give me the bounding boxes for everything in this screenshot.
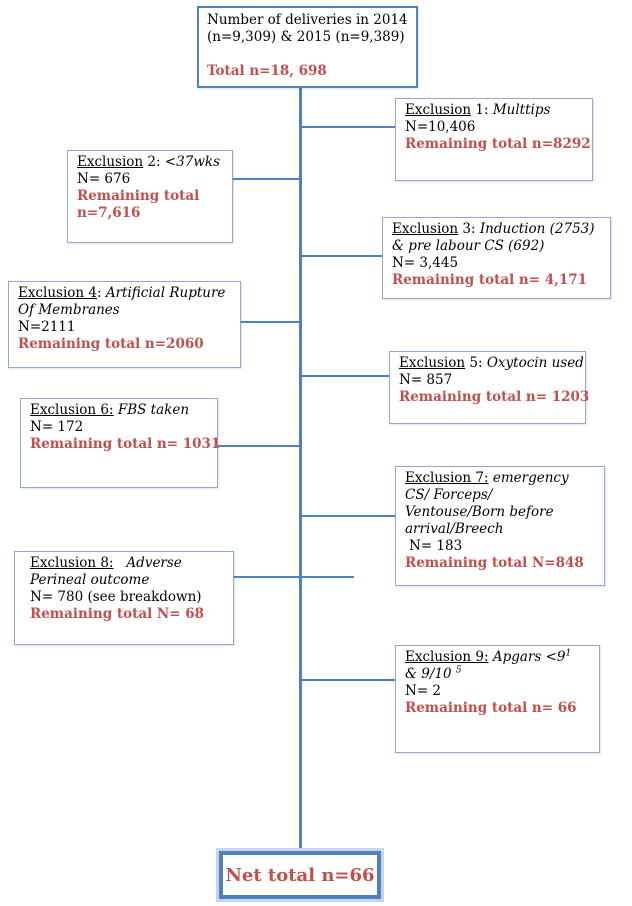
exclusion-7-title: Exclusion 7: emergency CS/ Forceps/ Vent… [405,470,569,537]
exclusion-5-box: Exclusion 5: Oxytocin used N= 857 Remain… [389,351,590,424]
exclusion-8-count: N= 780 (see breakdown) [30,589,202,605]
exclusion-9-count: N= 2 [405,683,442,699]
exclusion-5-remaining: Remaining total n= 1203 [399,389,590,405]
branch-exclusion-8 [234,576,354,578]
exclusion-4-box: Exclusion 4: Artificial Rupture Of Membr… [8,281,241,368]
exclusion-2-title: Exclusion 2: <37wks [77,154,220,170]
exclusion-6-title: Exclusion 6: FBS taken [30,402,190,418]
branch-exclusion-1 [301,126,395,128]
exclusion-4-remaining: Remaining total n=2060 [18,336,204,352]
deliveries-heading: Number of deliveries in 2014 [207,12,408,28]
exclusion-1-box: Exclusion 1: Multtips N=10,406 Remaining… [395,98,593,181]
net-total-box: Net total n=66 [219,851,381,899]
exclusion-7-box: Exclusion 7: emergency CS/ Forceps/ Vent… [395,466,605,586]
exclusion-7-count: N= 183 [409,538,463,554]
exclusion-3-title: Exclusion 3: Induction (2753) & pre labo… [392,221,595,254]
branch-exclusion-3 [301,255,382,257]
exclusion-8-title: Exclusion 8: Adverse Perineal outcome [30,555,187,588]
exclusion-1-remaining: Remaining total n=8292 [405,136,591,152]
total-count: Total n=18, 698 [207,63,327,79]
exclusion-1-count: N=10,406 [405,119,476,135]
flow-spine [299,88,302,858]
exclusion-4-count: N=2111 [18,319,76,335]
deliveries-years: (n=9,309) & 2015 (n=9,389) [207,29,405,45]
exclusion-3-remaining: Remaining total n= 4,171 [392,272,588,288]
exclusion-9-box: Exclusion 9: Apgars <91 & 9/10 5 N= 2 Re… [395,645,600,753]
exclusion-5-count: N= 857 [399,372,453,388]
branch-exclusion-5 [301,375,389,377]
branch-exclusion-7 [301,515,395,517]
total-deliveries-box: Number of deliveries in 2014 (n=9,309) &… [197,6,418,88]
branch-exclusion-2 [233,178,300,180]
branch-exclusion-9 [301,679,395,681]
exclusion-6-count: N= 172 [30,419,84,435]
exclusion-3-box: Exclusion 3: Induction (2753) & pre labo… [382,217,611,299]
exclusion-7-remaining: Remaining total N=848 [405,555,584,571]
exclusion-9-title: Exclusion 9: Apgars <91 & 9/10 5 [405,648,572,682]
exclusion-2-count: N= 676 [77,171,131,187]
exclusion-3-count: N= 3,445 [392,255,459,271]
exclusion-1-title: Exclusion 1: Multtips [405,102,551,118]
exclusion-8-remaining: Remaining total N= 68 [30,606,205,622]
exclusion-9-remaining: Remaining total n= 66 [405,700,577,716]
exclusion-6-remaining: Remaining total n= 1031 [30,436,221,452]
exclusion-6-box: Exclusion 6: FBS taken N= 172 Remaining … [20,398,221,488]
branch-exclusion-6 [218,445,300,447]
exclusion-4-title: Exclusion 4: Artificial Rupture Of Membr… [18,285,226,318]
exclusion-5-title: Exclusion 5: Oxytocin used [399,355,584,371]
exclusion-2-box: Exclusion 2: <37wks N= 676 Remaining tot… [67,150,233,243]
branch-exclusion-4 [241,321,300,323]
exclusion-8-box: Exclusion 8: Adverse Perineal outcome N=… [14,551,234,645]
exclusion-2-remaining: Remaining total n=7,616 [77,188,200,221]
net-total-label: Net total n=66 [225,864,375,886]
